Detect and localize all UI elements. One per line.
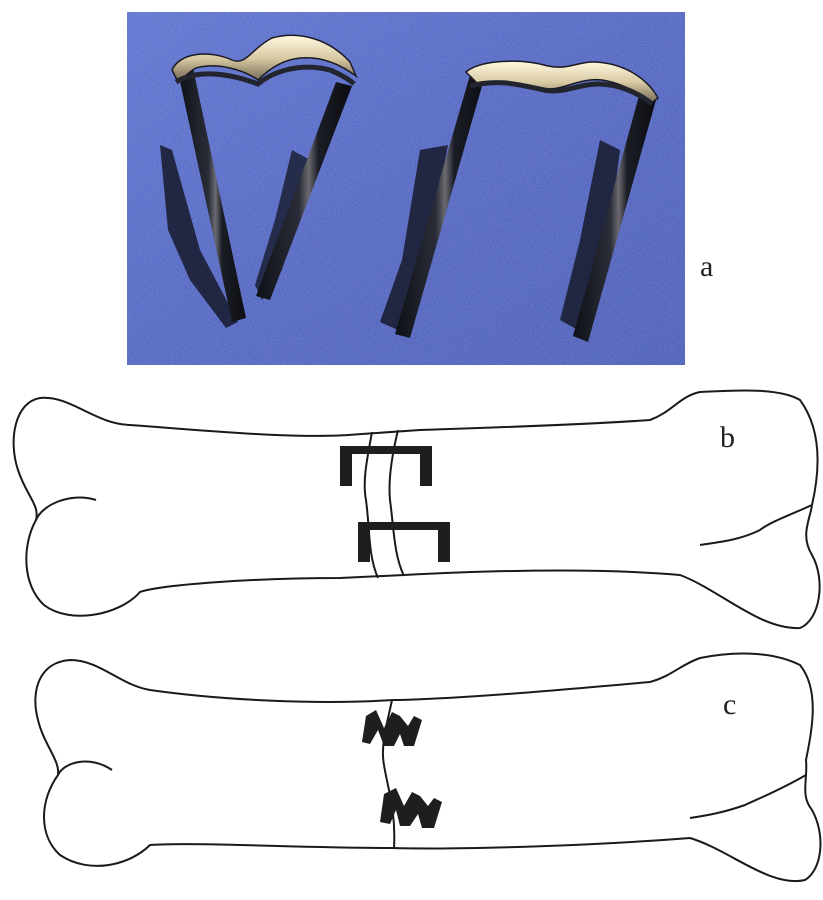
panel-label-c: c [723,690,736,720]
panel-c-bone-diagram [35,654,820,882]
bone-outline-b [14,390,820,628]
panel-label-b: b [720,423,735,453]
panel-a-photo [127,12,685,365]
panel-label-a: a [700,252,713,282]
bone-outline-c [35,654,820,882]
panel-b-bone-diagram [14,390,820,628]
